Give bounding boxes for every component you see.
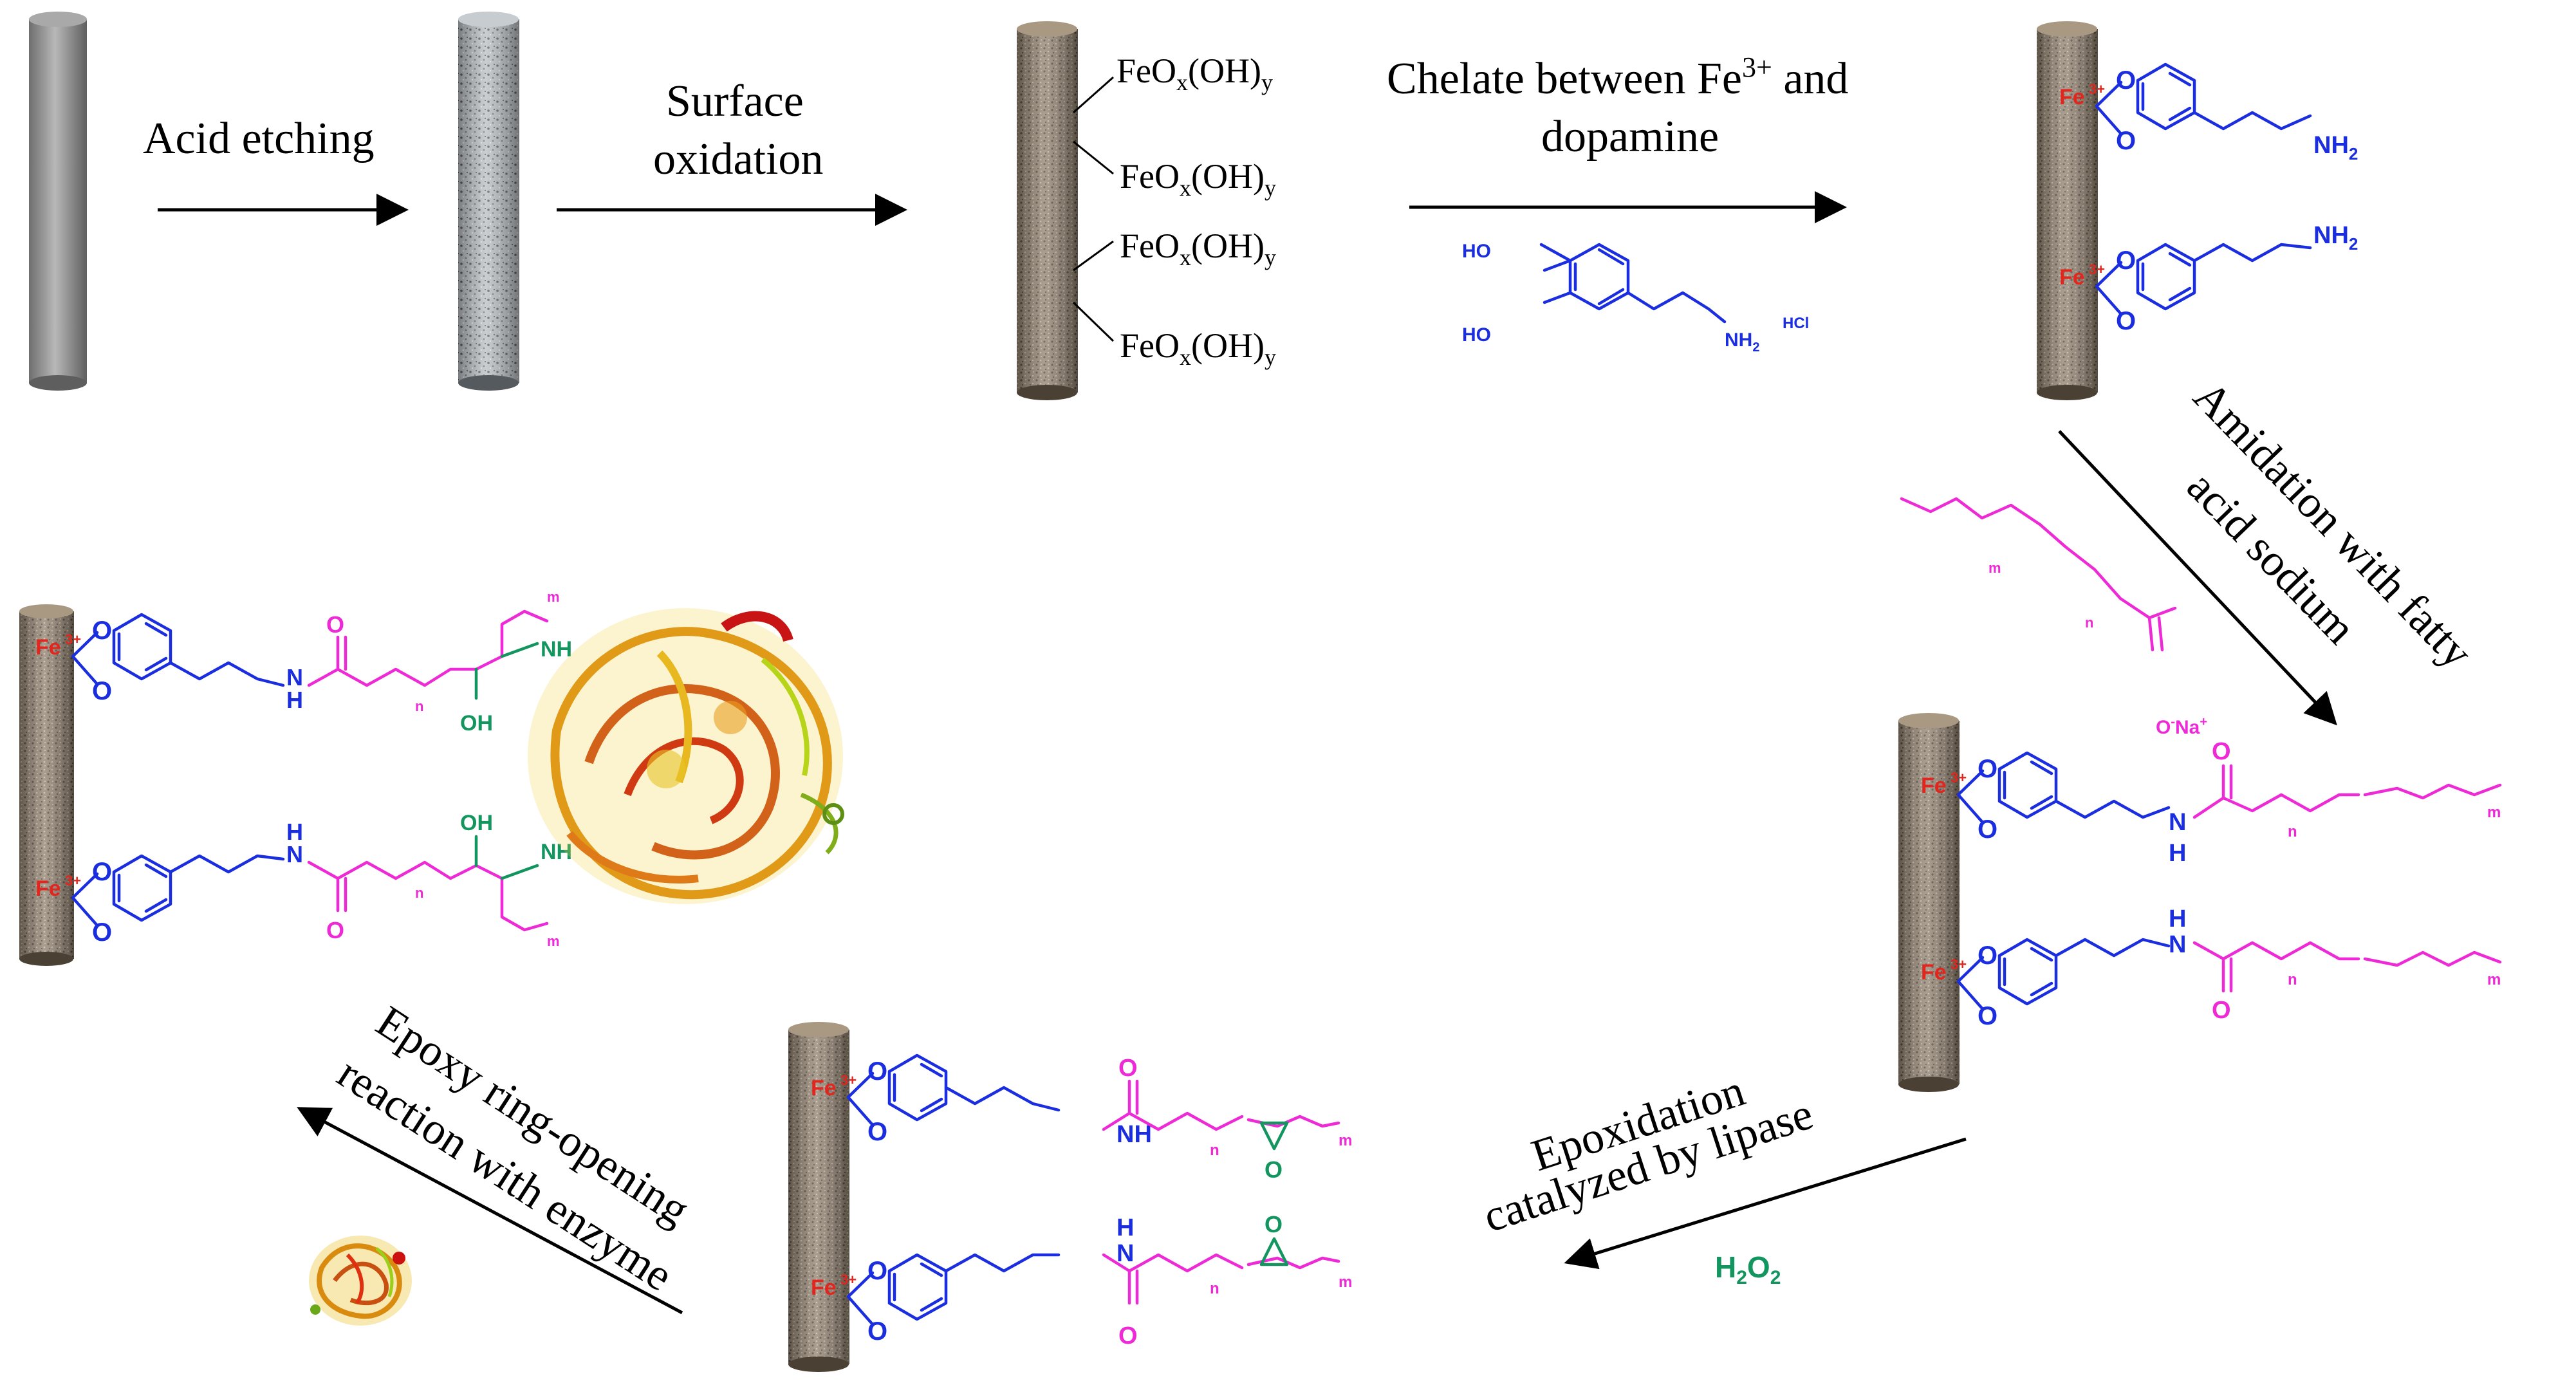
svg-text:O-Na+: O-Na+	[2156, 715, 2207, 738]
dopamine-unit-2: NH2	[2059, 222, 2358, 335]
svg-text:O: O	[326, 611, 344, 638]
svg-text:n: n	[1210, 1142, 1219, 1159]
svg-text:FeOx(OH)y: FeOx(OH)y	[1120, 227, 1276, 270]
svg-text:HCl: HCl	[1783, 315, 1809, 332]
rod-oxidized-1	[1017, 21, 1078, 400]
step-oxidation: oxidation	[653, 134, 823, 184]
enzyme-unit-2: H N O OH NH n m	[35, 811, 572, 949]
rod-dopamine	[2037, 21, 2098, 400]
svg-text:FeOx(OH)y: FeOx(OH)y	[1117, 51, 1273, 95]
svg-text:NH: NH	[541, 637, 572, 662]
rod-etched	[458, 12, 519, 391]
arrow-epoxidation	[1564, 1137, 1967, 1270]
svg-text:m: m	[2487, 971, 2501, 988]
oxide-labels: FeOx(OH)y FeOx(OH)y FeOx(OH)y FeOx(OH)y	[1072, 51, 1276, 370]
step-surface: Surface	[666, 77, 804, 126]
svg-text:H: H	[286, 819, 303, 845]
epoxide-unit-2: H N O O n m	[811, 1211, 1352, 1349]
amide-unit-2: H N O n m	[1921, 905, 2502, 1030]
reagent-h2o2: H2O2	[1715, 1250, 1781, 1288]
svg-text:NH: NH	[1117, 1121, 1152, 1148]
amide-unit-1: N H O n m	[1921, 738, 2502, 867]
dopamine-unit-1: NH2	[2059, 64, 2358, 163]
enzyme-unit-1: H N O OH NH n m	[35, 589, 572, 736]
svg-text:H: H	[2169, 840, 2186, 867]
svg-text:n: n	[1210, 1280, 1219, 1297]
svg-text:m: m	[2487, 804, 2501, 821]
svg-text:n: n	[415, 885, 423, 901]
step-dopamine: dopamine	[1541, 112, 1719, 162]
svg-text:N: N	[1117, 1240, 1134, 1267]
svg-text:m: m	[1339, 1274, 1352, 1291]
arrow-amidation	[2058, 430, 2337, 726]
step-acid-etching: Acid etching	[143, 114, 375, 163]
svg-text:N: N	[2169, 931, 2186, 958]
svg-text:m: m	[547, 589, 560, 605]
svg-text:O: O	[2212, 997, 2231, 1024]
svg-text:n: n	[2288, 823, 2297, 840]
svg-text:N: N	[286, 664, 303, 690]
svg-text:n: n	[415, 698, 423, 714]
svg-text:FeOx(OH)y: FeOx(OH)y	[1120, 326, 1276, 370]
fatty-acid-sodium-structure: m n O-Na+	[1900, 497, 2207, 738]
enzyme-small-icon	[309, 1236, 412, 1326]
svg-text:O: O	[1265, 1211, 1283, 1237]
svg-text:NH2: NH2	[1725, 329, 1759, 355]
svg-text:H: H	[2169, 905, 2186, 932]
svg-text:O: O	[2212, 738, 2231, 765]
svg-text:n: n	[2288, 971, 2297, 988]
svg-text:FeOx(OH)y: FeOx(OH)y	[1120, 157, 1276, 201]
svg-text:O: O	[1265, 1156, 1283, 1183]
svg-text:n: n	[2085, 615, 2093, 631]
svg-text:OH: OH	[460, 811, 493, 835]
svg-text:H: H	[1117, 1214, 1134, 1241]
svg-text:O: O	[1118, 1055, 1138, 1082]
svg-text:HO: HO	[1462, 241, 1491, 262]
svg-text:m: m	[1988, 560, 2001, 576]
step-chelate: Chelate between Fe3+ and	[1387, 51, 1848, 104]
svg-text:NH2: NH2	[2313, 132, 2358, 163]
svg-text:m: m	[547, 933, 560, 949]
arrow-ring-opening	[297, 1107, 683, 1315]
svg-text:HO: HO	[1462, 324, 1491, 346]
svg-text:OH: OH	[460, 711, 493, 736]
rod-enzyme-bound	[19, 604, 74, 966]
epoxide-unit-1: NH O O n m	[811, 1055, 1352, 1183]
svg-text:NH2: NH2	[2313, 222, 2358, 254]
enzyme-large-icon	[528, 608, 844, 904]
svg-text:O: O	[326, 917, 344, 943]
svg-text:O: O	[1118, 1322, 1138, 1349]
svg-text:N: N	[2169, 809, 2186, 836]
svg-text:NH: NH	[541, 840, 572, 864]
svg-text:H: H	[286, 687, 303, 713]
svg-text:m: m	[1339, 1132, 1352, 1149]
rod-plain	[29, 12, 87, 391]
dopamine-hcl-structure: HO HO NH2 HCl	[1462, 241, 1809, 355]
svg-text:N: N	[286, 841, 303, 867]
